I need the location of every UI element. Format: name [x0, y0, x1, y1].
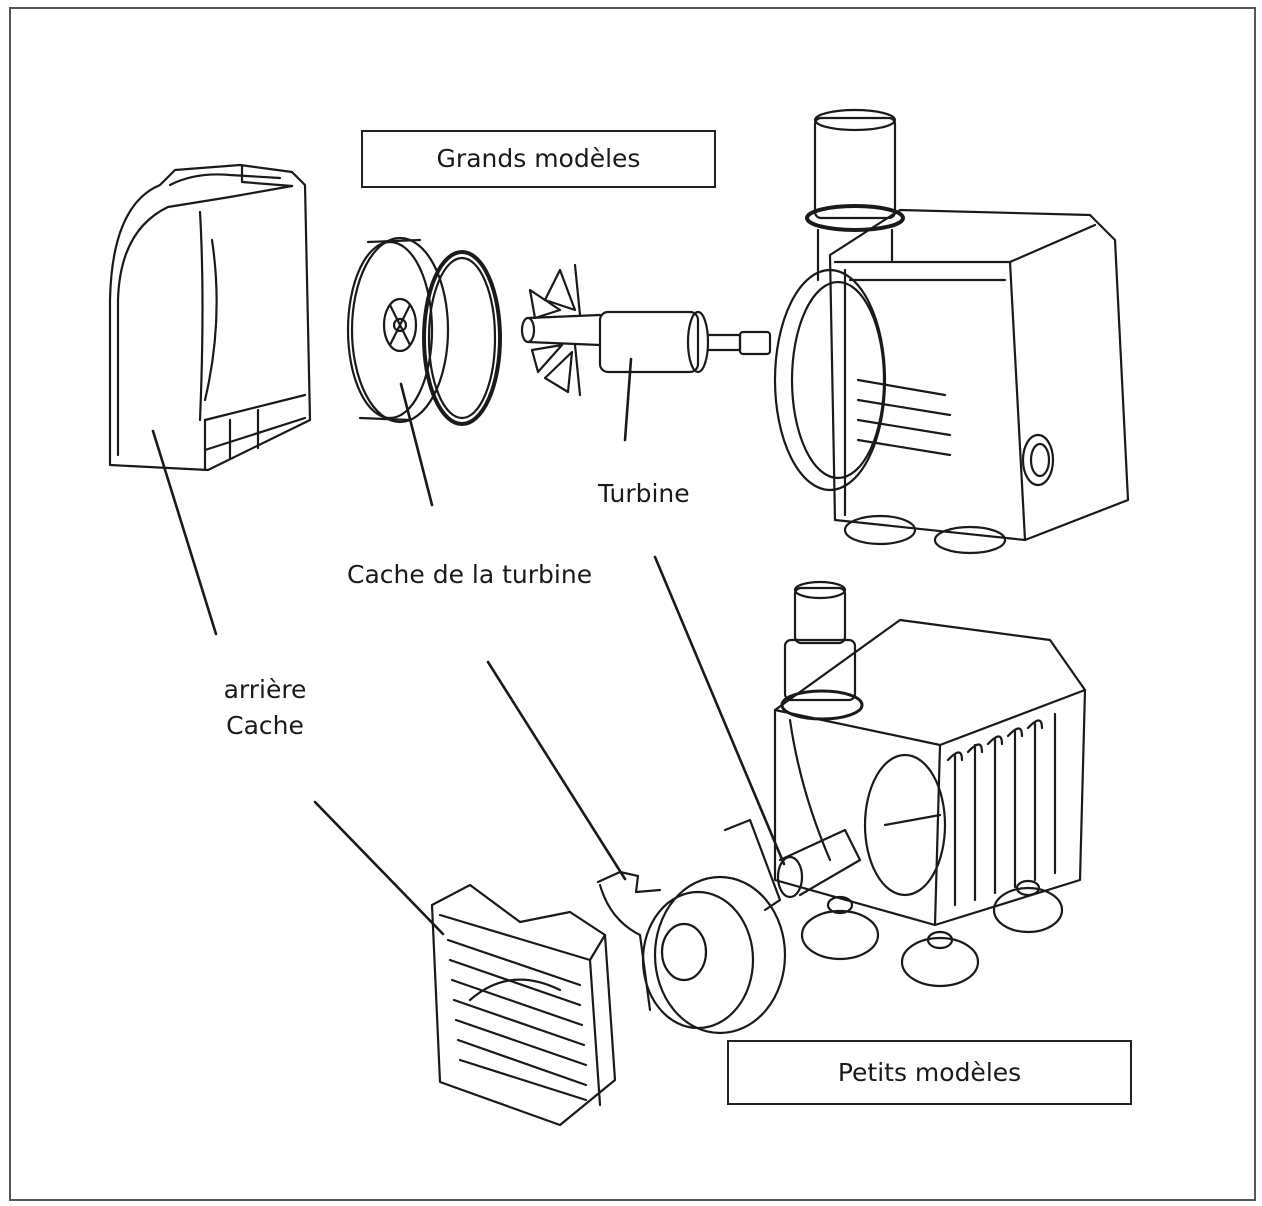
- leader-line-small-rear-cover: [313, 800, 445, 936]
- rear-cover-label-line2: Cache: [226, 711, 304, 740]
- leader-line-small-turbine-cover: [486, 660, 627, 881]
- leader-lines: [151, 357, 786, 936]
- small-turbine-illustration: [723, 818, 862, 912]
- small-turbine-cover-illustration: [596, 870, 787, 1035]
- turbine-cover-label: Cache de la turbine: [347, 560, 593, 589]
- large-pump-body-illustration: [773, 108, 1130, 555]
- large-turbine-cover-illustration: [346, 236, 450, 424]
- leader-line-small-turbine: [653, 555, 786, 866]
- leader-line-large-turbine: [623, 357, 633, 442]
- diagram-frame: [9, 7, 1256, 1201]
- large-rear-cover-illustration: [108, 163, 312, 472]
- rear-cover-label-line1: arrière: [223, 675, 307, 704]
- o-ring-illustration: [422, 250, 502, 426]
- large-turbine-illustration: [520, 263, 772, 397]
- large-models-title-text: Grands modèles: [436, 144, 641, 173]
- small-pump-body-illustration: [773, 580, 1087, 988]
- leader-line-large-rear-cover: [151, 429, 218, 636]
- small-models-title-text: Petits modèles: [837, 1057, 1022, 1087]
- leader-line-large-turbine-cover: [399, 382, 434, 507]
- small-rear-cover-illustration: [430, 883, 617, 1127]
- large-models-title: Grands modèles: [361, 130, 716, 188]
- turbine-label: Turbine: [598, 479, 690, 508]
- small-models-title: Petits modèles: [727, 1040, 1132, 1105]
- rear-cover-label: arrière Cache: [200, 672, 330, 744]
